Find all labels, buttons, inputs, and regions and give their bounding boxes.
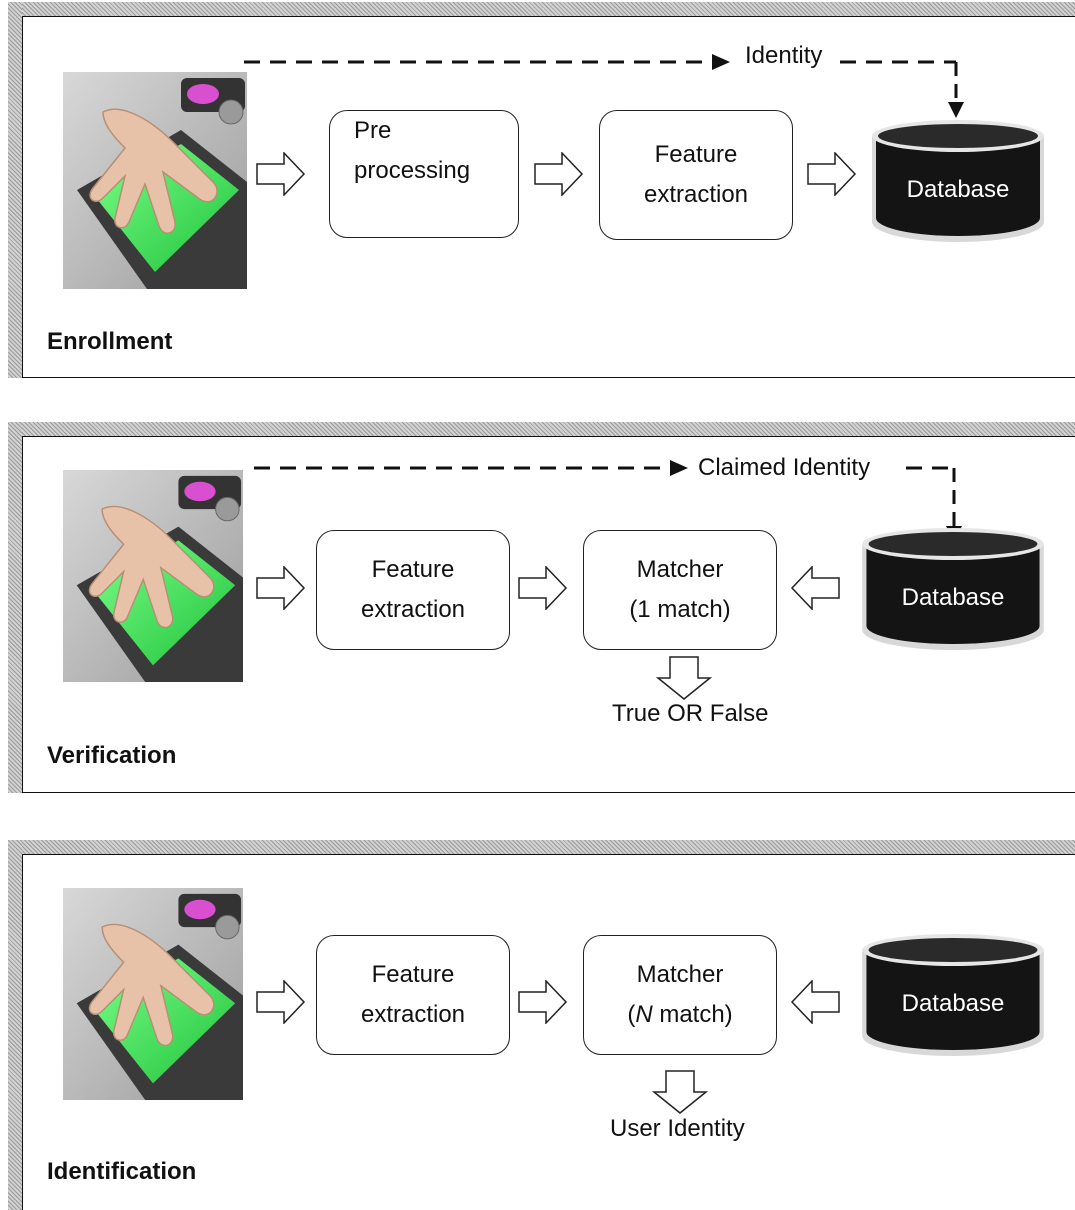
feature-extraction-box: Feature extraction: [316, 530, 510, 650]
database-cylinder: Database: [868, 118, 1048, 246]
feature-extraction-box: Feature extraction: [599, 110, 793, 240]
flow-arrow: [256, 152, 306, 196]
identity-text: Identity: [745, 42, 823, 69]
box-line: (1 match): [629, 596, 731, 623]
section-label: Verification: [47, 742, 177, 769]
box-line: extraction: [360, 596, 466, 623]
palm-scanner-image: [63, 72, 247, 289]
panel-shadow: [8, 2, 1075, 16]
flow-arrow: [256, 566, 306, 610]
database-cylinder: Database: [858, 526, 1048, 654]
database-label: Database: [906, 176, 1010, 203]
box-line: (N match): [627, 995, 732, 1035]
section-label: Identification: [47, 1158, 197, 1185]
verification-output: True OR False: [612, 700, 769, 727]
flow-arrow: [518, 980, 568, 1024]
box-line-part: match): [652, 1001, 733, 1028]
feature-extraction-box: Feature extraction: [316, 935, 510, 1055]
box-line: Pre: [354, 117, 392, 144]
box-line: extraction: [360, 1001, 466, 1028]
box-line-part: N: [635, 1001, 653, 1028]
box-line: Matcher: [636, 556, 724, 583]
flow-arrow: [256, 980, 306, 1024]
box-line: Feature: [371, 556, 455, 583]
palm-scanner-image: [63, 888, 243, 1100]
flow-arrow-left: [790, 566, 840, 610]
box-line: Feature: [654, 141, 738, 168]
box-line-part: (: [627, 1001, 636, 1028]
box-line: processing: [354, 157, 471, 184]
panel-shadow: [8, 840, 1075, 854]
panel-shadow: [8, 2, 22, 378]
flow-arrow: [518, 566, 568, 610]
section-label: Enrollment: [47, 328, 173, 355]
flow-arrow-down: [652, 1070, 708, 1114]
preprocessing-box: Pre processing: [329, 110, 519, 238]
flow-arrow-left: [790, 980, 840, 1024]
dashed-identity-arrow: [244, 54, 964, 118]
flow-arrow-down: [656, 656, 712, 700]
panel-shadow: [8, 840, 22, 1210]
flow-arrow: [807, 152, 857, 196]
matcher-box: Matcher (N match): [583, 935, 777, 1055]
box-line: extraction: [643, 181, 749, 208]
panel-shadow: [8, 422, 1075, 436]
database-label: Database: [901, 584, 1005, 611]
identification-output: User Identity: [610, 1115, 745, 1142]
box-line: Feature: [371, 961, 455, 988]
database-cylinder: Database: [858, 932, 1048, 1060]
flow-arrow: [534, 152, 584, 196]
palm-scanner-image: [63, 470, 243, 682]
box-line: Matcher: [636, 961, 724, 988]
matcher-box: Matcher (1 match): [583, 530, 777, 650]
claimed-identity-text: Claimed Identity: [698, 454, 871, 481]
panel-shadow: [8, 422, 22, 793]
database-label: Database: [901, 990, 1005, 1017]
